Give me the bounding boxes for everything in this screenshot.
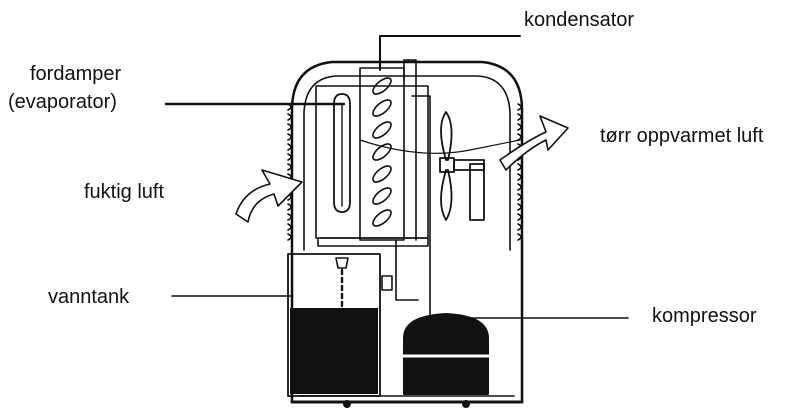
tube-c [395,239,419,301]
fan [439,111,485,221]
left-grille [287,103,292,241]
label-kondensator: kondensator [524,9,635,31]
foot-left [343,400,351,408]
water-tank [287,253,381,397]
housing-inner-line [303,75,511,251]
tube-a [403,59,417,241]
moist-air-arrow [235,169,303,223]
label-compressor: kompressor [652,305,757,327]
water-fill [290,308,378,394]
coil-compartment [315,85,429,239]
label-evaporator: (evaporator) [8,91,117,113]
condenser-block [359,67,405,241]
condenser-fins [372,77,392,227]
housing-outline [290,60,524,404]
tube-b [411,95,431,319]
right-grille [517,103,522,241]
airflow-curve [359,139,521,154]
evaporator-coil [333,93,351,213]
compressor-body [403,313,489,395]
label-water-tank: vanntank [48,286,130,308]
label-moist-air: fuktig luft [84,181,165,203]
tank-handle [381,275,393,291]
label-dry-warm-air: tørr oppvarmet luft [600,125,764,147]
dry-air-arrow [499,115,569,171]
drip-tray [317,237,429,247]
drain-valve [335,257,349,269]
foot-right [462,400,470,408]
label-fordamper: fordamper [30,63,122,85]
